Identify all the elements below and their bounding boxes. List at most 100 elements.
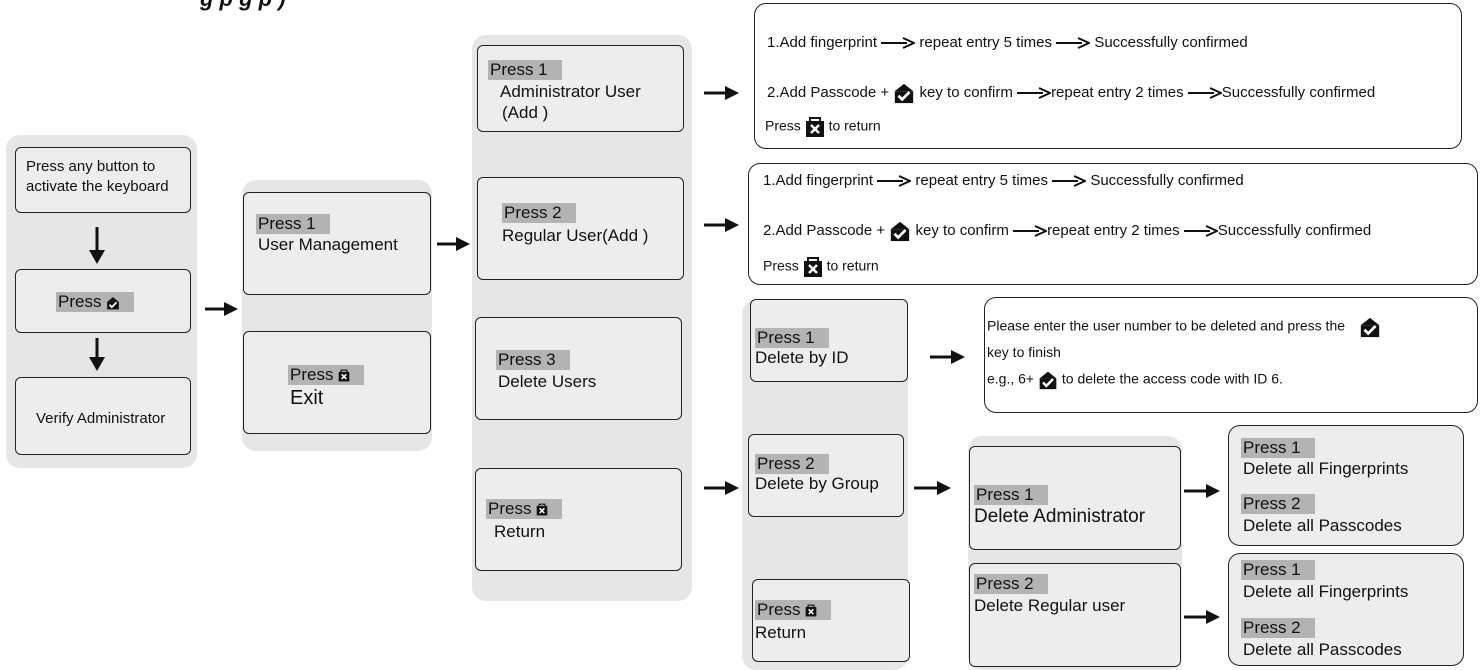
- delete-id-line-3: e.g., 6+ to delete the access code with …: [987, 370, 1283, 390]
- admin-add-label-2: (Add ): [502, 103, 549, 122]
- regular-opt-1-label[interactable]: Delete all Fingerprints: [1243, 582, 1409, 601]
- regular-step-repeat: repeat entry 5 times: [915, 172, 1048, 189]
- regular-opt-1-press[interactable]: Press 1: [1241, 560, 1315, 580]
- return-label-col4: Return: [755, 623, 807, 642]
- confirm-key-icon: [107, 296, 120, 309]
- delete-by-id-detail-box: Please enter the user number to be delet…: [984, 297, 1478, 413]
- regular-passcode-confirmed: Successfully confirmed: [1217, 221, 1372, 239]
- regular-return-press: Press: [763, 257, 799, 274]
- arrow-right-icon: [1183, 225, 1218, 237]
- regular-passcode-repeat: repeat entry 2 times: [1047, 221, 1180, 239]
- delete-by-id-press: Press 1: [755, 328, 829, 348]
- regular-opt-2-press[interactable]: Press 2: [1241, 618, 1315, 638]
- arrow-right-icon: [1056, 37, 1091, 49]
- admin-opt-1-label[interactable]: Delete all Fingerprints: [1243, 459, 1409, 478]
- regular-step-fingerprint: 1.Add fingerprint: [763, 172, 874, 189]
- regular-step-confirmed: Successfully confirmed: [1090, 172, 1244, 189]
- delete-id-line-2: key to finish: [987, 344, 1061, 360]
- return-label-col3: Return: [494, 522, 546, 541]
- admin-passcode-confirmed: Successfully confirmed: [1221, 83, 1376, 101]
- delete-by-group-press: Press 2: [755, 454, 829, 474]
- delete-admin-press: Press 1: [974, 485, 1048, 505]
- press-confirm-label: Press: [56, 292, 135, 312]
- admin-step-confirmed: Successfully confirmed: [1094, 34, 1248, 51]
- delete-admin-label: Delete Administrator: [974, 506, 1146, 527]
- arrow-right-icon: [704, 481, 739, 495]
- activate-keyboard-box: Press any button to activate the keyboar…: [15, 147, 191, 213]
- delete-by-group-box[interactable]: Press 2 Delete by Group: [748, 434, 904, 517]
- return-box-col3[interactable]: Press Return: [475, 468, 682, 571]
- verify-label: Verify Administrator: [36, 410, 166, 427]
- arrow-right-icon: [1017, 87, 1052, 99]
- administrator-user-add-box[interactable]: Press 1 Administrator User (Add ): [477, 45, 684, 132]
- admin-opt-2-press[interactable]: Press 2: [1241, 494, 1315, 514]
- return-box-col4[interactable]: Press Return: [752, 579, 910, 662]
- arrow-right-icon: [877, 175, 912, 187]
- regular-opt-2-label[interactable]: Delete all Passcodes: [1243, 640, 1402, 659]
- user-management-press: Press 1: [256, 214, 330, 234]
- arrow-right-icon: [437, 237, 470, 251]
- verify-administrator-box: Verify Administrator: [15, 377, 191, 455]
- delete-regular-user-box[interactable]: Press 2 Delete Regular user: [969, 563, 1181, 667]
- regular-passcode-confirm: key to confirm: [915, 221, 1009, 239]
- delete-administrator-box[interactable]: Press 1 Delete Administrator: [969, 446, 1181, 550]
- regular-add-detail-box: 1.Add fingerprint repeat entry 5 times S…: [748, 163, 1478, 285]
- arrow-right-icon: [1187, 87, 1222, 99]
- arrow-right-icon: [704, 218, 739, 232]
- user-management-box[interactable]: Press 1 User Management: [243, 192, 431, 295]
- delete-by-id-label: Delete by ID: [755, 348, 849, 367]
- regular-delete-options-box: Press 1 Delete all Fingerprints Press 2 …: [1228, 553, 1464, 666]
- delete-regular-press: Press 2: [974, 574, 1048, 594]
- admin-passcode-step: 2.Add Passcode +: [767, 83, 890, 101]
- admin-passcode-repeat: repeat entry 2 times: [1051, 83, 1184, 101]
- delete-users-label: Delete Users: [498, 372, 597, 391]
- delete-id-example-desc: to delete the access code with ID 6.: [1061, 370, 1283, 387]
- admin-detail-line-3: Press to return: [765, 116, 881, 138]
- delete-users-press: Press 3: [496, 350, 570, 370]
- delete-users-box[interactable]: Press 3 Delete Users: [475, 317, 682, 420]
- return-press-col4: Press: [755, 600, 832, 620]
- exit-label: Exit: [290, 387, 324, 409]
- delete-id-example: e.g., 6+: [987, 370, 1035, 387]
- regular-add-press: Press 2: [502, 203, 576, 223]
- admin-add-label-1: Administrator User: [500, 82, 641, 101]
- cancel-key-icon: [338, 369, 350, 382]
- press-confirm-box[interactable]: Press: [15, 269, 191, 333]
- exit-press: Press: [288, 365, 365, 385]
- admin-step-fingerprint: 1.Add fingerprint: [767, 34, 878, 51]
- admin-add-detail-box: 1.Add fingerprint repeat entry 5 times S…: [754, 3, 1462, 149]
- admin-opt-2-label[interactable]: Delete all Passcodes: [1243, 516, 1402, 535]
- arrow-right-icon: [1052, 175, 1087, 187]
- press-label: Press: [58, 292, 102, 311]
- arrow-right-icon: [1013, 225, 1048, 237]
- admin-return-label: to return: [828, 117, 881, 134]
- arrow-down-icon: [89, 227, 105, 264]
- regular-user-add-box[interactable]: Press 2 Regular User(Add ): [477, 177, 684, 280]
- cancel-key-icon: [536, 503, 548, 516]
- delete-by-group-label: Delete by Group: [755, 474, 879, 493]
- exit-box[interactable]: Press Exit: [243, 331, 431, 434]
- confirm-key-icon: [1360, 317, 1380, 338]
- arrow-right-icon: [881, 37, 916, 49]
- admin-passcode-confirm: key to confirm: [919, 83, 1013, 101]
- delete-by-id-box[interactable]: Press 1 Delete by ID: [750, 299, 908, 382]
- cancel-key-icon: [805, 117, 824, 137]
- regular-passcode-step: 2.Add Passcode +: [763, 221, 886, 239]
- arrow-right-icon: [704, 86, 739, 100]
- activate-line-2: activate the keyboard: [26, 178, 169, 195]
- regular-detail-line-2: 2.Add Passcode + key to confirm repeat e…: [763, 220, 1371, 242]
- admin-opt-1-press[interactable]: Press 1: [1241, 438, 1315, 458]
- regular-detail-line-1: 1.Add fingerprint repeat entry 5 times S…: [763, 172, 1244, 189]
- return-press-text-col3: Press: [488, 499, 532, 518]
- admin-detail-line-2: 2.Add Passcode + key to confirm repeat e…: [767, 82, 1375, 104]
- regular-add-label: Regular User(Add ): [502, 226, 649, 245]
- delete-id-instruction: Please enter the user number to be delet…: [987, 317, 1346, 334]
- delete-regular-label: Delete Regular user: [974, 596, 1126, 615]
- arrow-down-icon: [89, 338, 105, 371]
- arrow-right-icon: [205, 302, 238, 316]
- confirm-key-icon: [1039, 371, 1057, 390]
- return-press-text-col4: Press: [757, 600, 801, 619]
- admin-step-repeat: repeat entry 5 times: [919, 34, 1052, 51]
- regular-detail-line-3: Press to return: [763, 256, 879, 278]
